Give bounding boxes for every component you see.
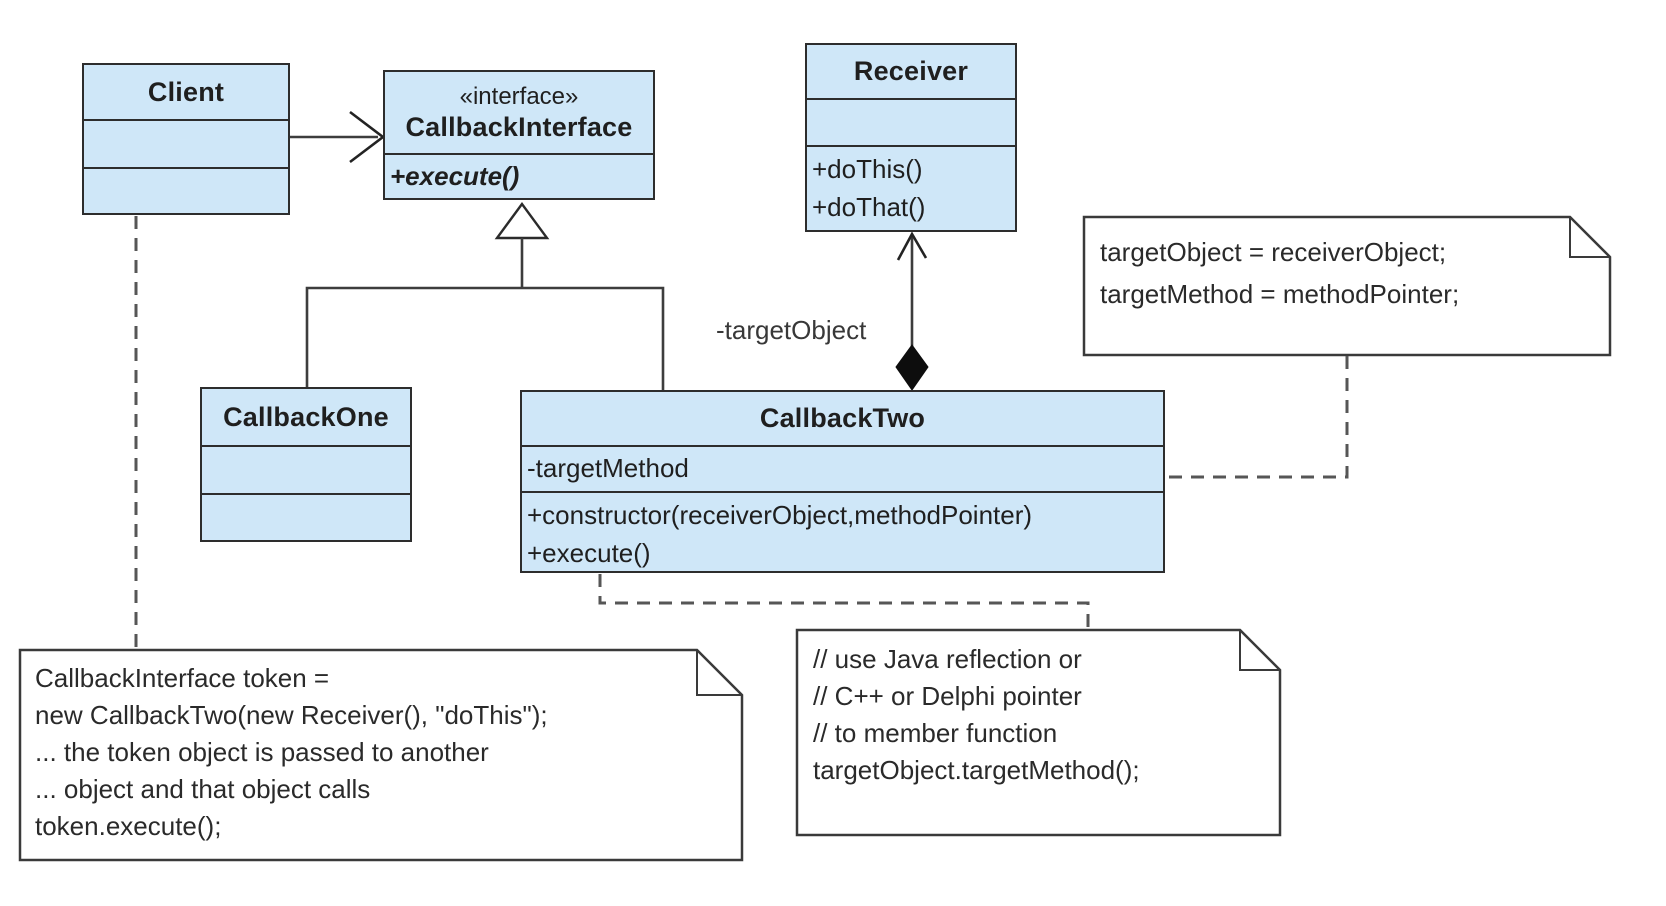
class-callbackone-methods	[202, 493, 410, 540]
note-usage-text: CallbackInterface token = new CallbackTw…	[35, 660, 548, 845]
association-client-callbackinterface	[290, 110, 386, 164]
note-line: targetMethod = methodPointer;	[1100, 279, 1460, 309]
class-client-methods	[84, 167, 288, 213]
class-receiver-name: Receiver	[853, 56, 969, 86]
note-line: targetObject.targetMethod();	[813, 755, 1140, 785]
note-line: new CallbackTwo(new Receiver(), "doThis"…	[35, 700, 548, 730]
class-callbackone-attributes	[202, 445, 410, 493]
edge-label-targetobject: -targetObject	[716, 315, 867, 345]
note-line: CallbackInterface token =	[35, 663, 330, 693]
method-execute: +execute()	[527, 538, 651, 568]
method-dothat: +doThat()	[812, 192, 926, 222]
attribute-targetmethod: -targetMethod	[527, 453, 689, 483]
note-reflection-shape	[795, 628, 1282, 837]
class-callbacktwo-title: CallbackTwo	[522, 392, 1163, 445]
class-receiver-methods: +doThis() +doThat()	[807, 145, 1015, 230]
class-receiver-attributes	[807, 98, 1015, 145]
note-reflection-text: // use Java reflection or // C++ or Delp…	[813, 641, 1140, 789]
note-line: // C++ or Delphi pointer	[813, 681, 1082, 711]
note-line: ... the token object is passed to anothe…	[35, 737, 489, 767]
class-callbacktwo-name: CallbackTwo	[759, 403, 926, 433]
class-client-name: Client	[147, 76, 225, 107]
class-callbackinterface-methods: +execute()	[385, 153, 653, 198]
anchor-assignment-note-to-callbacktwo	[1168, 356, 1349, 479]
class-callbackinterface: «interface» CallbackInterface +execute()	[383, 70, 655, 200]
class-callbacktwo-attributes: -targetMethod	[522, 445, 1163, 491]
class-callbackone-name: CallbackOne	[223, 401, 389, 432]
note-assignment-shape	[1082, 215, 1612, 357]
class-callbacktwo: CallbackTwo -targetMethod +constructor(r…	[520, 390, 1165, 573]
anchor-callbacktwo-to-reflection-note	[598, 574, 1090, 629]
note-line: ... object and that object calls	[35, 774, 371, 804]
note-line: // to member function	[813, 718, 1058, 748]
note-line: targetObject = receiverObject;	[1100, 237, 1447, 267]
method-execute: +execute()	[390, 161, 520, 191]
class-client-title: Client	[84, 65, 288, 119]
method-dothis: +doThis()	[812, 154, 923, 184]
class-receiver-title: Receiver	[807, 45, 1015, 98]
class-callbacktwo-methods: +constructor(receiverObject,methodPointe…	[522, 491, 1163, 571]
class-receiver: Receiver +doThis() +doThat()	[805, 43, 1017, 232]
class-client: Client	[82, 63, 290, 215]
class-callbackone: CallbackOne	[200, 387, 412, 542]
note-line: token.execute();	[35, 811, 222, 841]
note-assignment-text: targetObject = receiverObject; targetMet…	[1100, 231, 1459, 315]
method-constructor: +constructor(receiverObject,methodPointe…	[527, 500, 1033, 530]
class-callbackinterface-name: CallbackInterface	[405, 111, 633, 142]
note-usage-shape	[18, 648, 744, 862]
class-callbackinterface-stereotype: «interface»	[459, 82, 579, 110]
class-callbackone-title: CallbackOne	[202, 389, 410, 445]
note-line: // use Java reflection or	[813, 644, 1082, 674]
composition-callbacktwo-receiver	[895, 231, 929, 391]
generalization-callbacks-interface	[305, 201, 665, 390]
class-callbackinterface-title: «interface» CallbackInterface	[385, 72, 653, 153]
class-client-attributes	[84, 119, 288, 167]
